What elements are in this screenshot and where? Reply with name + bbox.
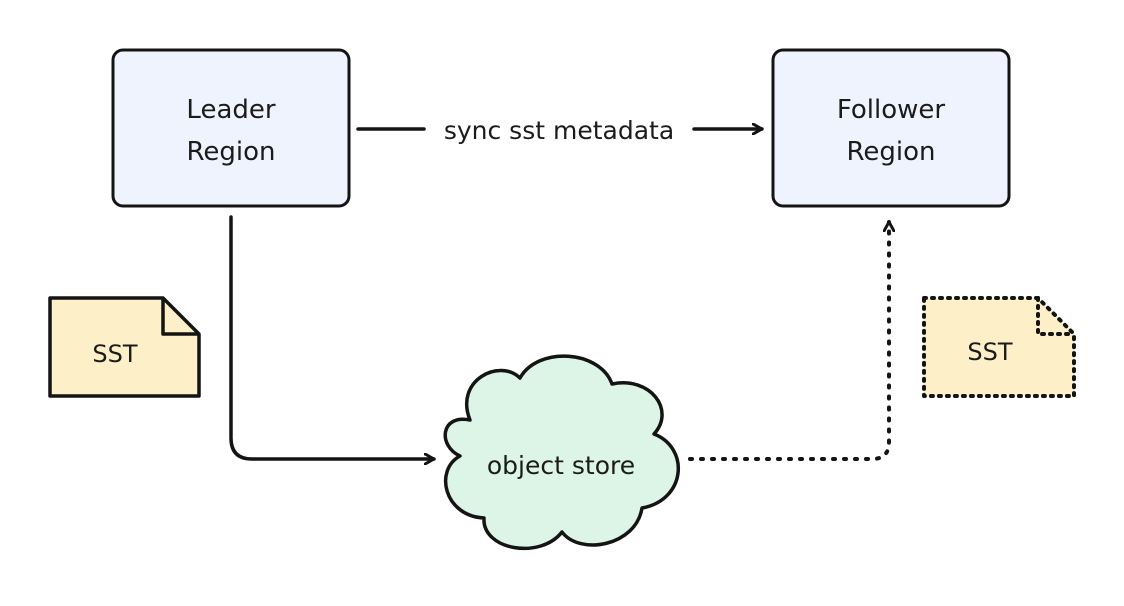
follower-region-label-line2: Region bbox=[846, 137, 935, 167]
object-store-label: object store bbox=[487, 451, 635, 480]
follower-region-node[interactable]: Follower Region bbox=[771, 48, 1011, 208]
sst-file-right: SST bbox=[922, 296, 1076, 398]
sst-left-label: SST bbox=[92, 340, 137, 368]
leader-to-object-store-edge bbox=[229, 215, 436, 459]
sync-metadata-edge: sync sst metadata bbox=[356, 116, 764, 145]
leader-region-label-line1: Leader bbox=[186, 95, 275, 125]
cloud-shape bbox=[443, 354, 680, 551]
follower-region-label-line1: Follower bbox=[837, 95, 946, 125]
sst-fold-right bbox=[1036, 296, 1076, 336]
sst-fold-left bbox=[161, 298, 199, 336]
sync-edge-label: sync sst metadata bbox=[444, 116, 674, 145]
leader-region-node[interactable]: Leader Region bbox=[111, 48, 351, 208]
object-store-node[interactable]: object store bbox=[443, 354, 680, 551]
sst-right-label: SST bbox=[967, 338, 1012, 366]
leader-region-label-line2: Region bbox=[186, 137, 275, 167]
sst-file-left: SST bbox=[48, 296, 201, 398]
object-store-to-follower-edge bbox=[688, 220, 889, 461]
